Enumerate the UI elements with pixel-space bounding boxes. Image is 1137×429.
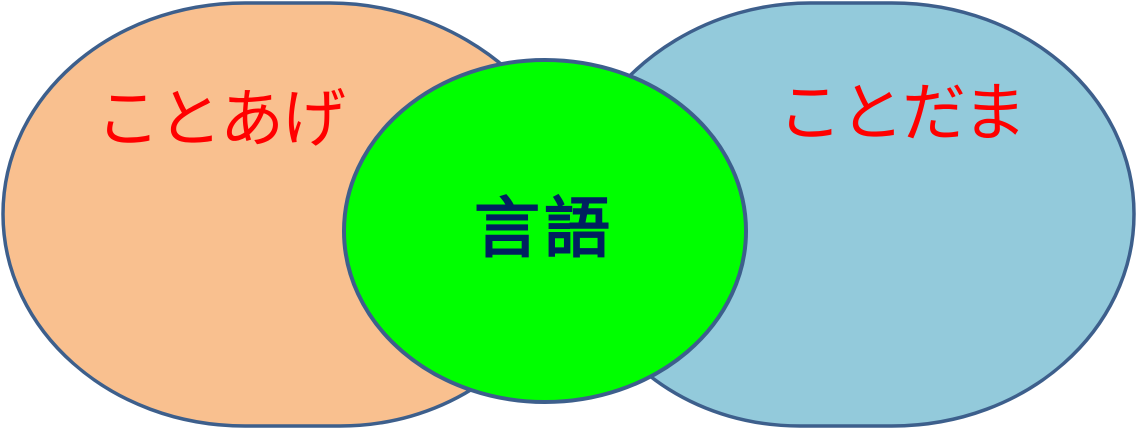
left-label: ことあげ xyxy=(96,83,346,157)
center-ellipse xyxy=(342,58,748,404)
right-label: ことだま xyxy=(778,77,1027,151)
center-label: 言語 xyxy=(474,190,614,267)
